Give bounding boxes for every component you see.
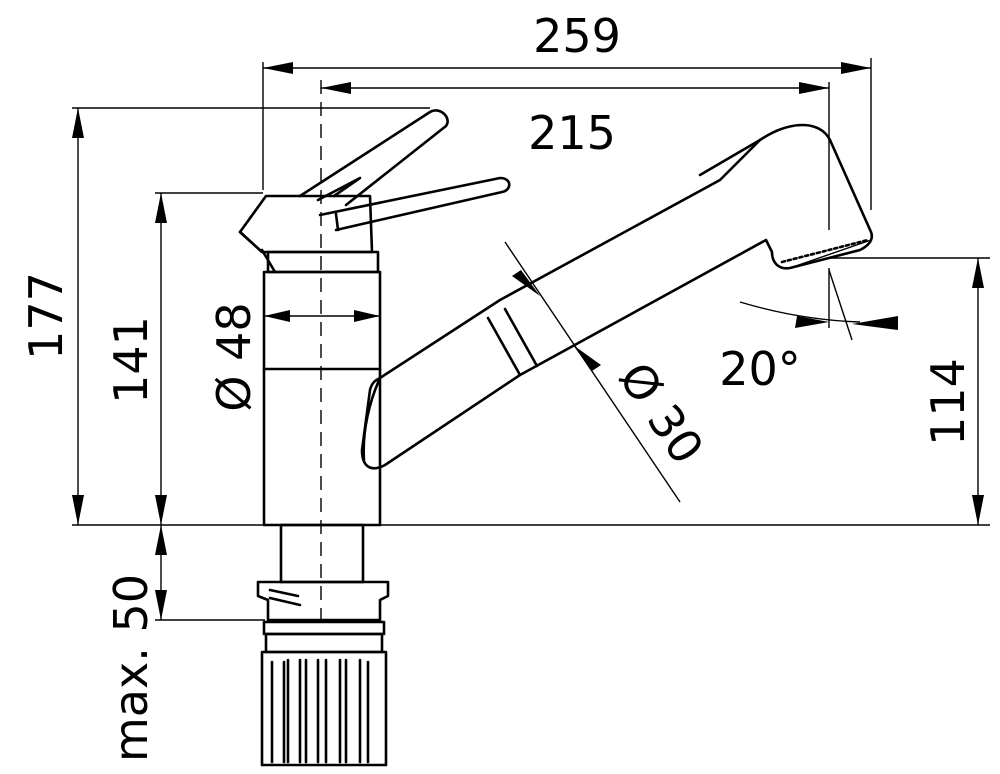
spout-reach-label: 215 (528, 106, 616, 160)
outlet-height-label: 114 (921, 358, 975, 446)
extension-lines (72, 58, 990, 621)
body-height-label: 141 (104, 316, 158, 404)
overall-length-label: 259 (533, 9, 621, 63)
body-diameter-label: Ø 48 (207, 302, 261, 411)
pull-out-spout (360, 123, 874, 470)
total-height-label: 177 (19, 272, 73, 360)
dimension-labels: 259 215 177 141 Ø 48 Ø 30 20° 114 max. 5… (19, 9, 975, 762)
dimension-lines (72, 62, 984, 620)
faucet-body (238, 109, 511, 767)
spray-nozzle-pattern (780, 238, 870, 264)
swivel-angle-label: 20° (719, 342, 801, 396)
spout-diameter-label: Ø 30 (608, 353, 714, 474)
mounting-depth-label: max. 50 (104, 574, 158, 762)
